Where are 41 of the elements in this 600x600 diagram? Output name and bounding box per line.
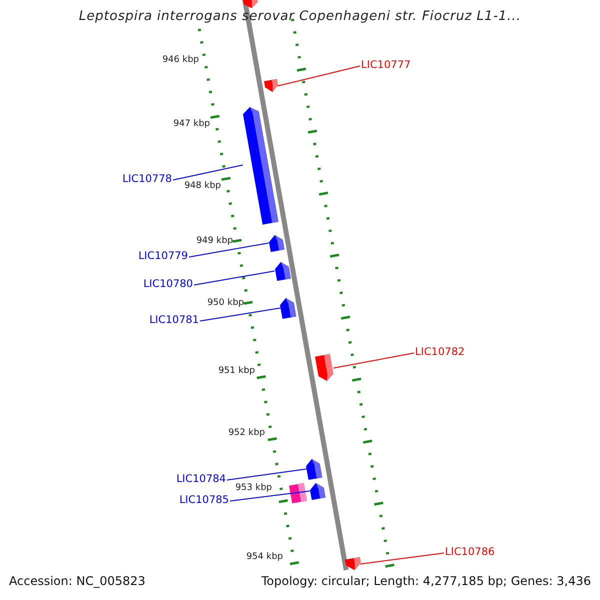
position-label: 952 kbp [228,428,265,438]
gene-label: LIC10780 [143,278,193,290]
leader-line [230,490,310,502]
gene-feature [306,459,323,480]
gene-feature [274,262,290,282]
gene-label: LIC10781 [149,314,199,326]
gene-label: LIC10782 [415,346,465,358]
leader-line [194,270,276,286]
leader-line [333,352,414,368]
position-label: 950 kbp [207,298,244,308]
gene-feature [264,78,278,92]
gene-label: LIC10786 [445,546,495,558]
position-label: 951 kbp [218,366,255,376]
gene-feature [315,354,334,381]
gene-feature [344,556,360,570]
leader-line [172,164,244,180]
gene-feature [268,235,284,252]
leader-line [226,468,307,480]
gene-feature [242,106,278,224]
leader-line [360,552,444,564]
gene-label: LIC10779 [138,250,188,262]
position-label: 953 kbp [235,483,272,494]
leader-line [200,308,281,322]
gene-label: LIC10784 [176,473,226,485]
position-label: 947 kbp [173,119,210,130]
footer-text: Topology: circular; Length: 4,277,185 bp; Genes: 3,436 [261,574,591,588]
leader-line [276,66,360,86]
gene-feature [310,483,326,500]
gene-feature [280,298,297,320]
position-label: 949 kbp [196,236,233,246]
position-label: 954 kbp [246,552,283,562]
gene-feature [243,0,258,8]
position-label: 946 kbp [162,55,199,66]
position-label: 948 kbp [184,181,221,192]
footer-text: Accession: NC_005823 [9,574,146,588]
leader-line [188,242,270,258]
gene-label: LIC10778 [122,173,172,185]
title: Leptospira interrogans serovar Copenhageni str. Fiocruz L1-1... [78,9,522,24]
gene-label: LIC10785 [179,494,229,506]
feature-block [289,482,307,504]
gene-label: LIC10777 [361,59,411,71]
